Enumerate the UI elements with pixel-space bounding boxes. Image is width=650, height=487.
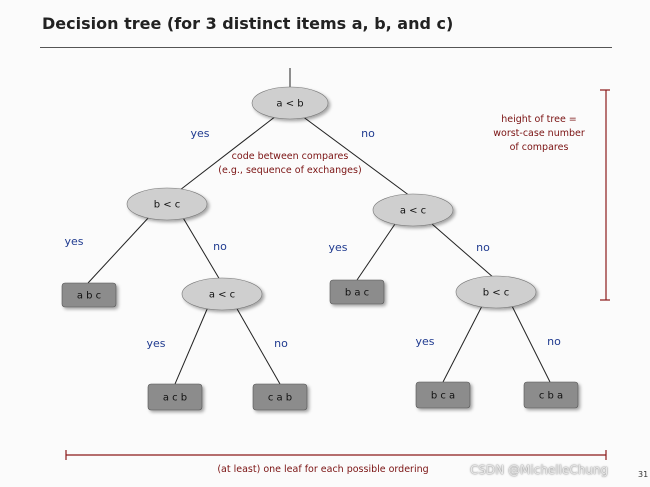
edge-right-leaf-bac <box>356 223 396 281</box>
compare-annotation-line1: code between compares <box>232 151 349 162</box>
leaf-cab-label: c a b <box>268 393 292 404</box>
height-annotation-line2: worst-case number <box>493 128 585 139</box>
compare-node-root: a < b <box>251 86 329 120</box>
compare-node-right-right-label: b < c <box>483 288 510 299</box>
height-annotation-line3: of compares <box>510 142 569 153</box>
compare-node-left: b < c <box>126 187 208 221</box>
leaf-bca: b c a <box>415 381 471 409</box>
leaf-acb: a c b <box>147 383 203 411</box>
compare-node-left-label: b < c <box>154 200 181 211</box>
leaf-cba: c b a <box>523 381 579 409</box>
branch-label-right-right-no: no <box>547 335 561 348</box>
edge-rightright-leaf-cba <box>511 305 551 383</box>
slide-title: Decision tree (for 3 distinct items a, b… <box>42 14 454 33</box>
compare-node-left-right: a < c <box>181 277 263 311</box>
branch-label-left-yes: yes <box>64 235 83 248</box>
branch-label-left-no: no <box>213 240 227 253</box>
branch-label-left-right-no: no <box>274 337 288 350</box>
edge-root-right <box>301 115 411 197</box>
branch-label-right-no: no <box>476 241 490 254</box>
leaves-bracket <box>65 450 607 460</box>
branch-label-root-yes: yes <box>190 127 209 140</box>
height-annotation-line1: height of tree = <box>501 114 577 125</box>
leaf-bca-label: b c a <box>431 391 455 402</box>
edge-right-rightright <box>431 223 495 279</box>
leaf-cba-label: c b a <box>539 391 563 402</box>
compare-node-right-label: a < c <box>400 206 426 217</box>
branch-label-root-no: no <box>361 127 375 140</box>
branch-label-left-right-yes: yes <box>146 337 165 350</box>
leaf-acb-label: a c b <box>163 393 187 404</box>
leaf-bac-label: b a c <box>345 288 369 299</box>
edge-rightright-leaf-bca <box>442 305 483 383</box>
leaf-cab: c a b <box>252 383 308 411</box>
edge-leftright-leaf-cab <box>235 306 281 385</box>
height-bracket <box>600 89 610 301</box>
title-divider <box>40 47 612 48</box>
page-number: 31 <box>638 470 649 479</box>
branch-label-right-right-yes: yes <box>415 335 434 348</box>
watermark: CSDN @MichelleChung <box>470 463 609 477</box>
edge-leftright-leaf-acb <box>174 306 209 385</box>
leaves-annotation: (at least) one leaf for each possible or… <box>217 464 428 475</box>
leaf-bac: b a c <box>329 279 385 305</box>
leaf-abc-label: a b c <box>77 291 101 302</box>
edge-root-left <box>179 115 277 191</box>
edge-left-leaf-abc <box>87 215 151 284</box>
compare-node-root-label: a < b <box>276 99 303 110</box>
compare-node-left-right-label: a < c <box>209 290 235 301</box>
branch-label-right-yes: yes <box>328 241 347 254</box>
compare-annotation-line2: (e.g., sequence of exchanges) <box>218 165 361 176</box>
leaf-abc: a b c <box>61 282 117 308</box>
compare-node-right: a < c <box>372 193 454 227</box>
compare-node-right-right: b < c <box>455 275 537 309</box>
edge-left-leftright <box>181 215 221 281</box>
tree-edges <box>87 68 551 385</box>
